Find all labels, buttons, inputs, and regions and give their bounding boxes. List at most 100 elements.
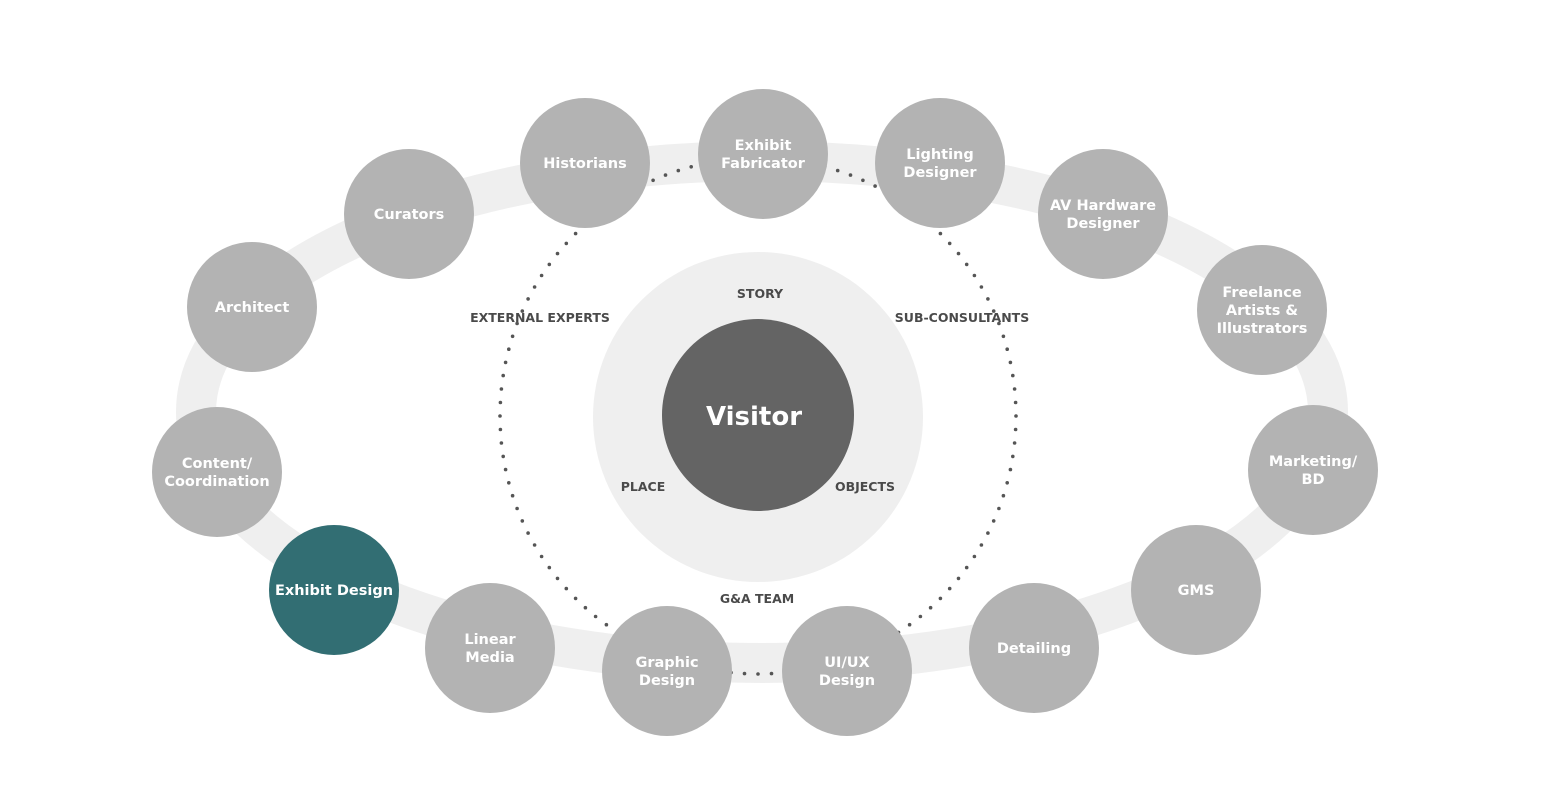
ring-dot bbox=[1001, 493, 1006, 498]
ring-dot bbox=[507, 347, 511, 352]
ring-dot bbox=[526, 531, 530, 535]
ring-dot bbox=[503, 360, 508, 365]
ring-dot bbox=[498, 400, 503, 405]
ring-dot bbox=[918, 614, 923, 619]
place-label: PLACE bbox=[621, 479, 666, 494]
role-node-label: Design bbox=[639, 673, 695, 689]
role-node-circle bbox=[1197, 245, 1327, 375]
ring-dot bbox=[964, 565, 969, 570]
ring-dot bbox=[689, 165, 693, 169]
ring-dot bbox=[956, 251, 961, 256]
ring-dot bbox=[938, 231, 943, 236]
role-node-label: Marketing/ bbox=[1269, 454, 1358, 470]
ring-dot bbox=[510, 334, 515, 339]
ring-dot bbox=[873, 184, 877, 188]
role-node-label: Lighting bbox=[906, 147, 974, 163]
ring-dot bbox=[520, 519, 525, 523]
role-node-circle bbox=[698, 89, 828, 219]
role-node-circle bbox=[269, 525, 399, 655]
role-node-architect: Architect bbox=[187, 242, 317, 372]
ring-dot bbox=[532, 285, 537, 289]
ring-dot bbox=[835, 168, 840, 173]
ring-dot bbox=[501, 373, 506, 378]
ring-dot bbox=[938, 596, 943, 601]
ring-dot bbox=[972, 554, 977, 559]
ring-dot bbox=[583, 605, 588, 610]
ring-dot bbox=[997, 321, 1001, 326]
role-node-label: GMS bbox=[1178, 583, 1215, 599]
ring-dot bbox=[510, 493, 515, 498]
role-node-historians: Historians bbox=[520, 98, 650, 228]
ring-dot bbox=[539, 273, 544, 278]
role-node-label: Designer bbox=[903, 165, 977, 181]
role-node-label: Historians bbox=[543, 156, 627, 172]
ring-dot bbox=[947, 241, 952, 246]
ring-dot bbox=[515, 506, 519, 511]
role-node-label: Coordination bbox=[164, 474, 269, 490]
role-node-label: UI/UX bbox=[824, 655, 869, 671]
ring-dot bbox=[604, 622, 609, 627]
role-node-marketing-bd: Marketing/BD bbox=[1248, 405, 1378, 535]
ring-dot bbox=[676, 168, 681, 173]
ga-team-label: G&A TEAM bbox=[720, 591, 794, 606]
external-experts-label: EXTERNAL EXPERTS bbox=[470, 310, 610, 325]
ring-dot bbox=[520, 309, 525, 313]
ring-dot bbox=[539, 554, 544, 559]
ring-dot bbox=[1001, 334, 1006, 339]
ring-dot bbox=[986, 531, 990, 535]
role-node-label: Exhibit Design bbox=[275, 583, 393, 599]
role-node-circle bbox=[602, 606, 732, 736]
ring-dot bbox=[532, 543, 537, 547]
ring-dot bbox=[1008, 467, 1013, 472]
role-node-circle bbox=[969, 583, 1099, 713]
ring-dot bbox=[1011, 373, 1015, 378]
role-node-detailing: Detailing bbox=[969, 583, 1099, 713]
ring-dot bbox=[907, 622, 912, 627]
ring-dot bbox=[848, 173, 853, 177]
role-node-label: BD bbox=[1301, 472, 1324, 488]
role-nodes: HistoriansExhibitFabricatorLightingDesig… bbox=[152, 89, 1378, 736]
ring-dot bbox=[861, 178, 865, 183]
ring-dot bbox=[651, 178, 655, 183]
role-node-curators: Curators bbox=[344, 149, 474, 279]
story-label: STORY bbox=[737, 286, 784, 301]
role-node-circle bbox=[875, 98, 1005, 228]
role-node-label: Fabricator bbox=[721, 156, 806, 172]
role-node-label: Design bbox=[819, 673, 875, 689]
ring-dot bbox=[564, 241, 569, 246]
role-node-circle bbox=[425, 583, 555, 713]
ring-dot bbox=[742, 671, 747, 676]
role-node-circle bbox=[1248, 405, 1378, 535]
ring-dot bbox=[573, 596, 578, 601]
ring-dot bbox=[1012, 441, 1017, 445]
ring-dot bbox=[1005, 347, 1009, 352]
ring-dot bbox=[1011, 454, 1015, 459]
role-node-label: Media bbox=[465, 650, 514, 666]
ring-dot bbox=[499, 387, 504, 391]
role-node-label: Graphic bbox=[635, 655, 698, 671]
ring-dot bbox=[663, 173, 668, 177]
ring-dot bbox=[756, 672, 760, 676]
visitor-label: Visitor bbox=[706, 402, 802, 432]
role-node-label: Freelance bbox=[1222, 285, 1301, 301]
ring-dot bbox=[1013, 427, 1018, 432]
role-node-label: Architect bbox=[215, 300, 290, 316]
role-node-label: Artists & bbox=[1226, 303, 1299, 319]
ring-dot bbox=[997, 506, 1001, 511]
role-node-gms: GMS bbox=[1131, 525, 1261, 655]
ring-dot bbox=[1014, 414, 1018, 418]
ring-dot bbox=[928, 605, 933, 610]
role-node-circle bbox=[344, 149, 474, 279]
role-node-label: Illustrators bbox=[1217, 321, 1308, 337]
ring-dot bbox=[1005, 481, 1009, 485]
role-node-circle bbox=[152, 407, 282, 537]
role-node-label: Curators bbox=[374, 207, 445, 223]
role-node-label: Designer bbox=[1066, 216, 1140, 232]
ring-dot bbox=[547, 262, 552, 267]
objects-label: OBJECTS bbox=[835, 479, 895, 494]
